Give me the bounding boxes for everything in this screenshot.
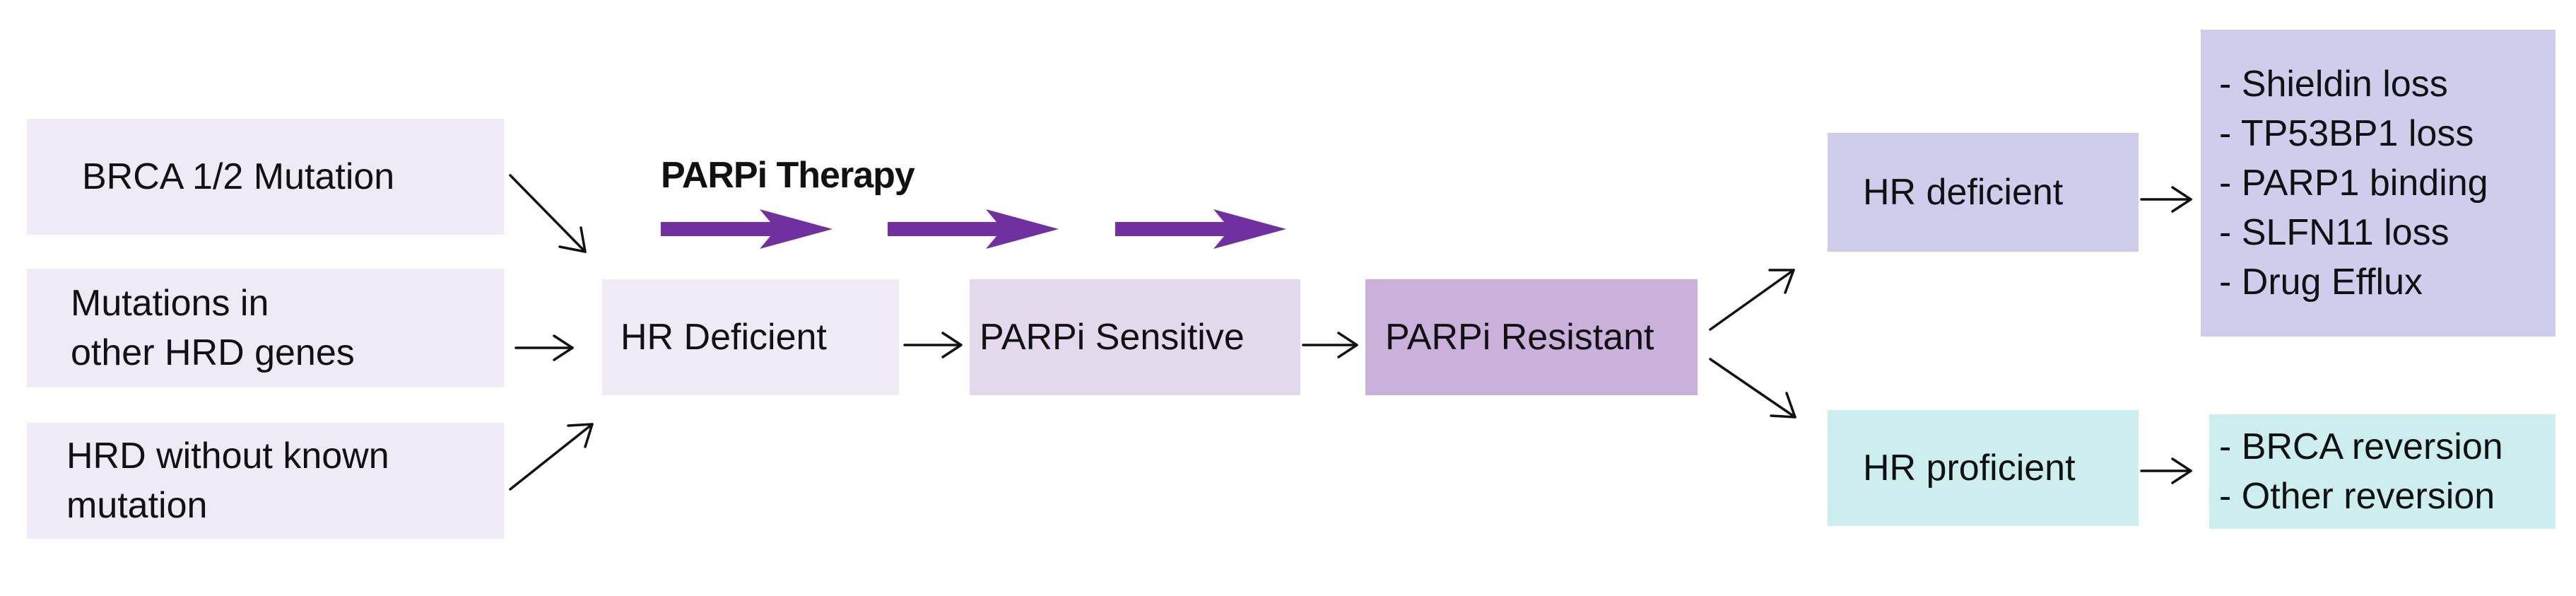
arrow-no-known-to-hr-deficient <box>509 423 594 491</box>
mechanism-brca-reversion: - BRCA reversion <box>2219 426 2503 467</box>
input-brca-mutation: BRCA 1/2 Mutation <box>27 119 504 235</box>
therapy-arrow-2 <box>888 209 1059 249</box>
hr-proficient-mechanisms: - BRCA reversion - Other reversion <box>2209 414 2556 529</box>
stage-parpi-resistant-label: PARPi Resistant <box>1385 317 1654 358</box>
outcome-hr-proficient: HR proficient <box>1828 410 2139 526</box>
stage-parpi-sensitive-label: PARPi Sensitive <box>980 317 1245 358</box>
stage-hr-deficient: HR Deficient <box>602 279 899 395</box>
arrow-hr-proficient-to-mechanisms <box>2140 457 2192 484</box>
arrow-hr-deficient-to-sensitive <box>903 332 963 358</box>
input-other-hrd-genes-line1: Mutations in <box>71 283 269 324</box>
input-brca-mutation-label: BRCA 1/2 Mutation <box>82 156 395 197</box>
mechanism-slfn11-loss: - SLFN11 loss <box>2219 212 2449 253</box>
mechanism-tp53bp1-loss: - TP53BP1 loss <box>2219 113 2474 154</box>
outcome-hr-proficient-label: HR proficient <box>1863 448 2076 489</box>
mechanism-parp1-binding: - PARP1 binding <box>2219 163 2488 204</box>
input-other-hrd-genes: Mutations in other HRD genes <box>27 269 504 387</box>
stage-hr-deficient-label: HR Deficient <box>621 317 827 358</box>
arrow-resistant-to-hr-deficient <box>1709 269 1795 331</box>
arrow-sensitive-to-resistant <box>1302 332 1358 358</box>
mechanism-drug-efflux: - Drug Efflux <box>2219 262 2423 303</box>
parpi-therapy-label: PARPi Therapy <box>661 155 915 196</box>
input-hrd-no-known-line2: mutation <box>66 485 208 526</box>
outcome-hr-deficient-label: HR deficient <box>1863 172 2064 213</box>
arrow-brca-to-hr-deficient <box>509 174 587 253</box>
outcome-hr-deficient: HR deficient <box>1828 133 2139 252</box>
mechanism-shieldin-loss: - Shieldin loss <box>2219 64 2448 105</box>
arrow-resistant-to-hr-proficient <box>1709 358 1796 419</box>
input-hrd-no-known-line1: HRD without known <box>66 436 389 477</box>
input-other-hrd-genes-line2: other HRD genes <box>71 332 355 373</box>
hr-deficient-mechanisms: - Shieldin loss - TP53BP1 loss - PARP1 b… <box>2201 30 2556 337</box>
stage-parpi-resistant: PARPi Resistant <box>1365 279 1698 395</box>
arrow-other-hrd-to-hr-deficient <box>514 334 574 361</box>
therapy-arrow-3 <box>1115 209 1286 249</box>
therapy-arrow-1 <box>661 209 833 249</box>
input-hrd-no-known: HRD without known mutation <box>27 423 504 539</box>
arrow-hr-deficient-to-mechanisms <box>2140 186 2192 213</box>
mechanism-other-reversion: - Other reversion <box>2219 476 2495 517</box>
stage-parpi-sensitive: PARPi Sensitive <box>970 279 1300 395</box>
